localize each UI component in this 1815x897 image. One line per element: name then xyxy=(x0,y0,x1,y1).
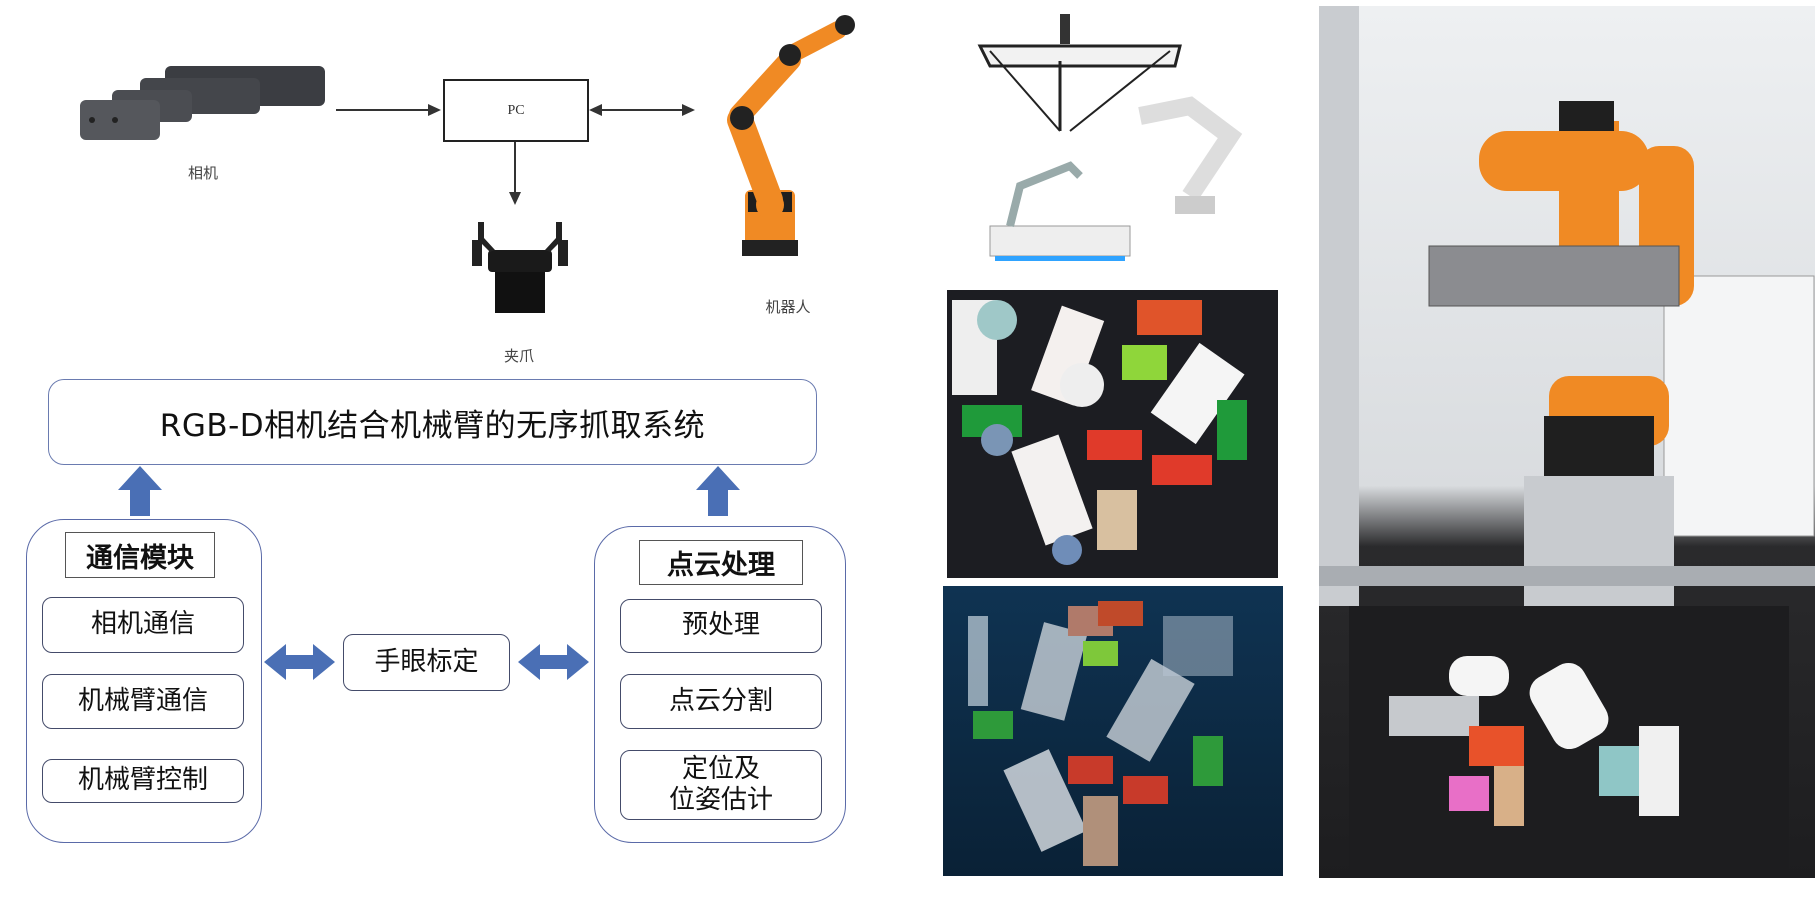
hardware-diagram xyxy=(80,15,855,313)
pose-line-1: 定位及 xyxy=(681,753,760,784)
lab-robot-photo xyxy=(1319,6,1815,878)
comm-module-title: 通信模块 xyxy=(65,532,215,578)
pointcloud-module-title: 点云处理 xyxy=(639,540,803,585)
hand-eye-calibration-box: 手眼标定 xyxy=(343,634,510,691)
gripper-image xyxy=(472,222,568,313)
pc-box: PC xyxy=(443,79,589,142)
gripper-label: 夹爪 xyxy=(503,347,535,365)
objects-photo xyxy=(947,290,1278,578)
comm-item-camera: 相机通信 xyxy=(42,597,244,653)
pose-line-2: 位姿估计 xyxy=(668,785,773,815)
up-arrow-left xyxy=(118,466,162,516)
comm-module xyxy=(26,519,262,843)
system-title-box: RGB-D相机结合机械臂的无序抓取系统 xyxy=(48,379,817,465)
robot-types-photo xyxy=(950,6,1278,288)
comm-item-arm: 机械臂通信 xyxy=(42,674,244,729)
pointcloud-module xyxy=(594,526,846,843)
double-arrow-right xyxy=(518,644,589,680)
pc-item-preprocess: 预处理 xyxy=(620,599,822,653)
robot-arm-image xyxy=(727,15,855,256)
up-arrow-right xyxy=(696,466,740,516)
pc-item-segmentation: 点云分割 xyxy=(620,674,822,729)
pc-item-pose-estimation: 定位及 位姿估计 xyxy=(620,750,822,820)
camera-image xyxy=(80,66,325,140)
camera-label: 相机 xyxy=(187,164,219,182)
block-arrows xyxy=(118,466,740,680)
comm-item-arm-control: 机械臂控制 xyxy=(42,759,244,803)
pointcloud-visualization xyxy=(943,586,1283,876)
robot-label: 机器人 xyxy=(765,298,811,316)
double-arrow-left xyxy=(264,644,335,680)
